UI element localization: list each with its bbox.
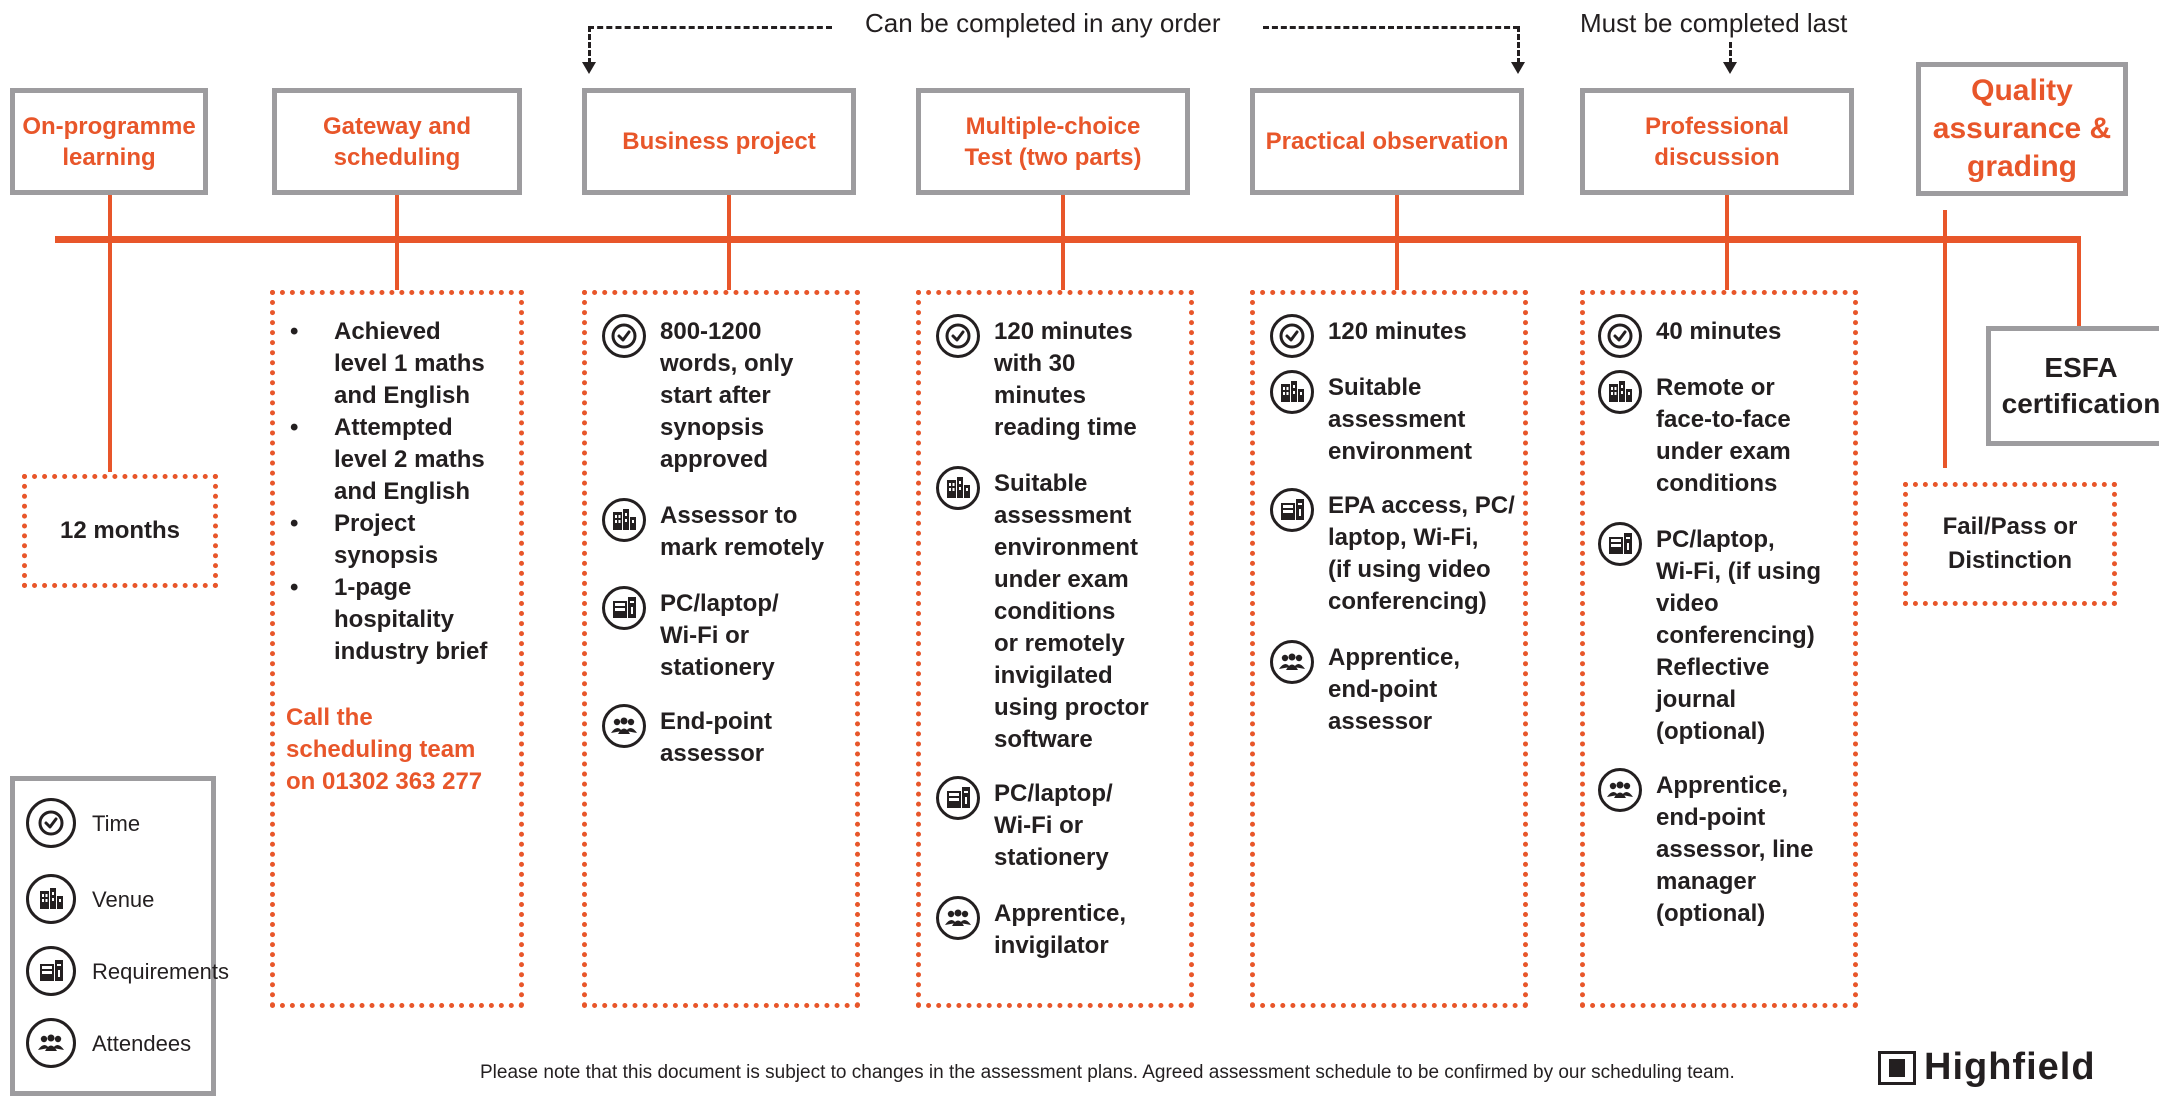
stage-esfa: ESFA certification <box>1986 326 2159 446</box>
connector-discussion <box>1725 195 1729 292</box>
attendees-icon <box>1598 768 1642 812</box>
connector-gateway <box>395 195 399 292</box>
any-order-bracket-left <box>588 26 832 29</box>
clock-icon <box>936 314 980 358</box>
requirements-icon <box>1598 522 1642 566</box>
requirements-icon <box>602 586 646 630</box>
discussion-venue: Remote or face-to-face under exam condit… <box>1598 370 1791 500</box>
connector-practical <box>1395 195 1399 292</box>
stage-on-programme: On-programme learning <box>10 88 208 195</box>
any-order-label: Can be completed in any order <box>865 8 1221 38</box>
scheduling-team-contact: Call the scheduling team on 01302 363 27… <box>286 704 483 795</box>
venue-icon <box>1270 370 1314 414</box>
any-order-bracket-left-drop <box>588 26 591 64</box>
legend-attendees: Attendees <box>26 1018 191 1068</box>
legend-time: Time <box>26 798 140 848</box>
mcq-box <box>916 290 1194 1008</box>
attendees-icon <box>26 1018 76 1068</box>
gateway-requirements-list: Achieved level 1 maths and English Attem… <box>282 316 518 668</box>
connector-on-programme-up <box>108 195 112 240</box>
business-project-box <box>582 290 860 1008</box>
requirements-icon <box>936 776 980 820</box>
legend-venue: Venue <box>26 874 154 924</box>
practical-time: 120 minutes <box>1270 314 1467 358</box>
attendees-icon <box>602 704 646 748</box>
venue-icon <box>26 874 76 924</box>
any-order-bracket-right <box>1263 26 1519 29</box>
any-order-arrow-right <box>1511 62 1525 74</box>
business-project-venue: Assessor to mark remotely <box>602 498 824 564</box>
list-item: Achieved level 1 maths and English <box>282 316 518 412</box>
disclaimer-note: Please note that this document is subjec… <box>480 1062 1735 1083</box>
venue-icon <box>1598 370 1642 414</box>
stage-discussion: Professional discussion <box>1580 88 1854 195</box>
attendees-icon <box>936 896 980 940</box>
on-programme-duration-box <box>22 474 218 588</box>
stage-business-project: Business project <box>582 88 856 195</box>
discussion-attendees: Apprentice, end-point assessor, line man… <box>1598 768 1813 930</box>
stage-gateway: Gateway and scheduling <box>272 88 522 195</box>
list-item: Attempted level 2 maths and English <box>282 412 518 508</box>
stage-practical: Practical observation <box>1250 88 1524 195</box>
mcq-time: 120 minutes with 30 minutes reading time <box>936 314 1137 444</box>
practical-attendees: Apprentice, end-point assessor <box>1270 640 1460 738</box>
on-programme-duration: 12 months <box>59 517 181 544</box>
mcq-venue: Suitable assessment environment under ex… <box>936 466 1149 756</box>
last-arrow <box>1723 62 1737 74</box>
business-project-requirements: PC/laptop/ Wi-Fi or stationery <box>602 586 779 684</box>
list-item: 1-page hospitality industry brief <box>282 572 518 668</box>
timeline <box>55 236 2078 243</box>
legend-requirements: Requirements <box>26 946 229 996</box>
requirements-icon <box>26 946 76 996</box>
last-arrow-line <box>1729 42 1732 64</box>
attendees-icon <box>1270 640 1314 684</box>
clock-icon <box>602 314 646 358</box>
practical-venue: Suitable assessment environment <box>1270 370 1472 468</box>
requirements-icon <box>1270 488 1314 532</box>
business-project-attendees: End-point assessor <box>602 704 772 770</box>
last-label: Must be completed last <box>1580 8 1848 38</box>
practical-requirements: EPA access, PC/ laptop, Wi-Fi, (if using… <box>1270 488 1515 618</box>
venue-icon <box>936 466 980 510</box>
connector-quality-up <box>1943 210 1947 240</box>
highfield-crest-icon <box>1878 1050 1916 1085</box>
any-order-bracket-right-drop <box>1517 26 1520 64</box>
clock-icon <box>1270 314 1314 358</box>
connector-quality-down <box>1943 240 1947 468</box>
discussion-requirements: PC/laptop, Wi-Fi, (if using video confer… <box>1598 522 1821 748</box>
clock-icon <box>26 798 76 848</box>
connector-business <box>727 195 731 292</box>
highfield-logo: Highfield <box>1878 1046 2096 1089</box>
grading-result: Fail/Pass or Distinction <box>1942 513 2078 574</box>
connector-mcq <box>1061 195 1065 292</box>
grading-result-box <box>1903 482 2117 606</box>
connector-on-programme-down <box>108 240 112 472</box>
connector-esfa <box>2077 236 2081 326</box>
any-order-arrow-left <box>582 62 596 74</box>
clock-icon <box>1598 314 1642 358</box>
mcq-requirements: PC/laptop/ Wi-Fi or stationery <box>936 776 1113 874</box>
business-project-time: 800-1200 words, only start after synopsi… <box>602 314 793 476</box>
stage-quality-assurance: Quality assurance & grading <box>1916 62 2128 196</box>
mcq-attendees: Apprentice, invigilator <box>936 896 1126 962</box>
discussion-time: 40 minutes <box>1598 314 1781 358</box>
stage-mcq: Multiple-choice Test (two parts) <box>916 88 1190 195</box>
venue-icon <box>602 498 646 542</box>
list-item: Project synopsis <box>282 508 518 572</box>
